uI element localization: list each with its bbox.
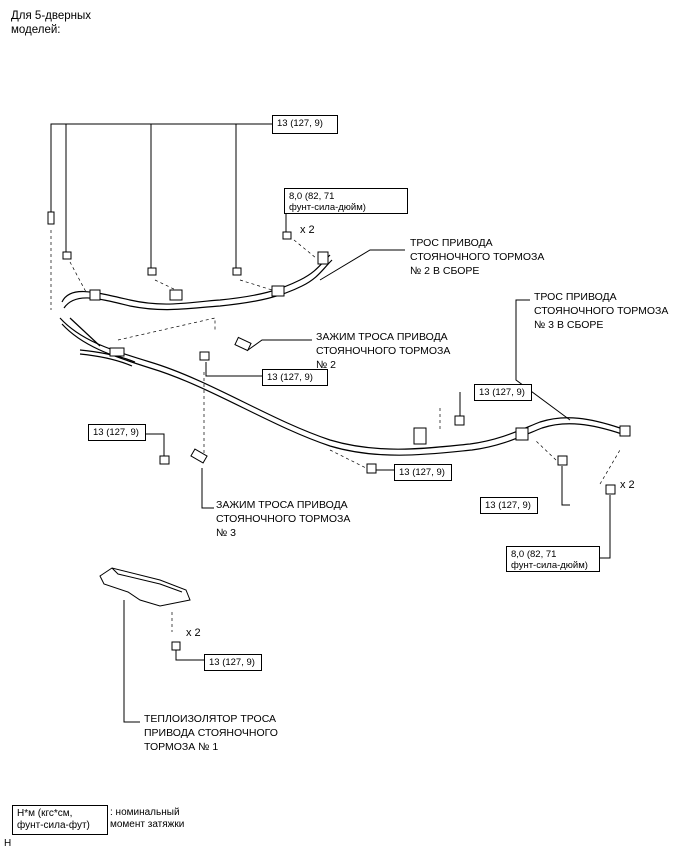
leader-insulator: [123, 600, 140, 723]
leader-top-13: [50, 123, 272, 212]
leader-cable3: [515, 299, 571, 421]
leader-cable2: [319, 249, 405, 281]
cable-1: [59, 317, 621, 450]
torque-box-right: 13 (127, 9): [480, 497, 538, 514]
leader-13-clamp2: [205, 362, 262, 377]
leader-8-right: [600, 495, 611, 559]
torque-box-clamp2: 13 (127, 9): [262, 369, 328, 386]
leader-clamp3: [201, 468, 214, 509]
torque-box-mid-right: 13 (127, 9): [474, 384, 532, 401]
torque-box-8-top: 8,0 (82, 71 фунт-сила-дюйм): [284, 188, 408, 214]
torque-box-top: 13 (127, 9): [272, 115, 338, 134]
label-cable-2: ТРОС ПРИВОДА СТОЯНОЧНОГО ТОРМОЗА № 2 В С…: [410, 237, 545, 277]
leader-13-insulator: [175, 648, 204, 661]
corner-mark: H: [4, 838, 12, 849]
cable-2: [61, 254, 331, 305]
label-clamp-3: ЗАЖИМ ТРОСА ПРИВОДА СТОЯНОЧНОГО ТОРМОЗА …: [216, 499, 351, 539]
legend-box: Н*м (кгс*см, фунт-сила-фут): [12, 805, 108, 835]
leader-clamp2: [247, 339, 312, 351]
multiplier-right: x 2: [620, 479, 635, 491]
heat-insulator-shape: [99, 567, 191, 607]
header-line-2: моделей:: [11, 24, 61, 36]
header-line-1: Для 5-дверных: [11, 10, 91, 22]
leader-13-right: [561, 466, 570, 506]
multiplier-top: x 2: [300, 224, 315, 236]
torque-box-insulator: 13 (127, 9): [204, 654, 262, 671]
torque-box-mid: 13 (127, 9): [394, 464, 452, 481]
leader-13-left: [144, 433, 165, 456]
torque-box-8-right: 8,0 (82, 71 фунт-сила-дюйм): [506, 546, 600, 572]
label-insulator: ТЕПЛОИЗОЛЯТОР ТРОСА ПРИВОДА СТОЯНОЧНОГО …: [144, 713, 278, 753]
label-clamp-2: ЗАЖИМ ТРОСА ПРИВОДА СТОЯНОЧНОГО ТОРМОЗА …: [316, 331, 451, 371]
torque-box-left: 13 (127, 9): [88, 424, 146, 441]
multiplier-insulator: x 2: [186, 627, 201, 639]
legend-description: : номинальный момент затяжки: [110, 807, 185, 830]
label-cable-3: ТРОС ПРИВОДА СТОЯНОЧНОГО ТОРМОЗА № 3 В С…: [534, 291, 669, 331]
